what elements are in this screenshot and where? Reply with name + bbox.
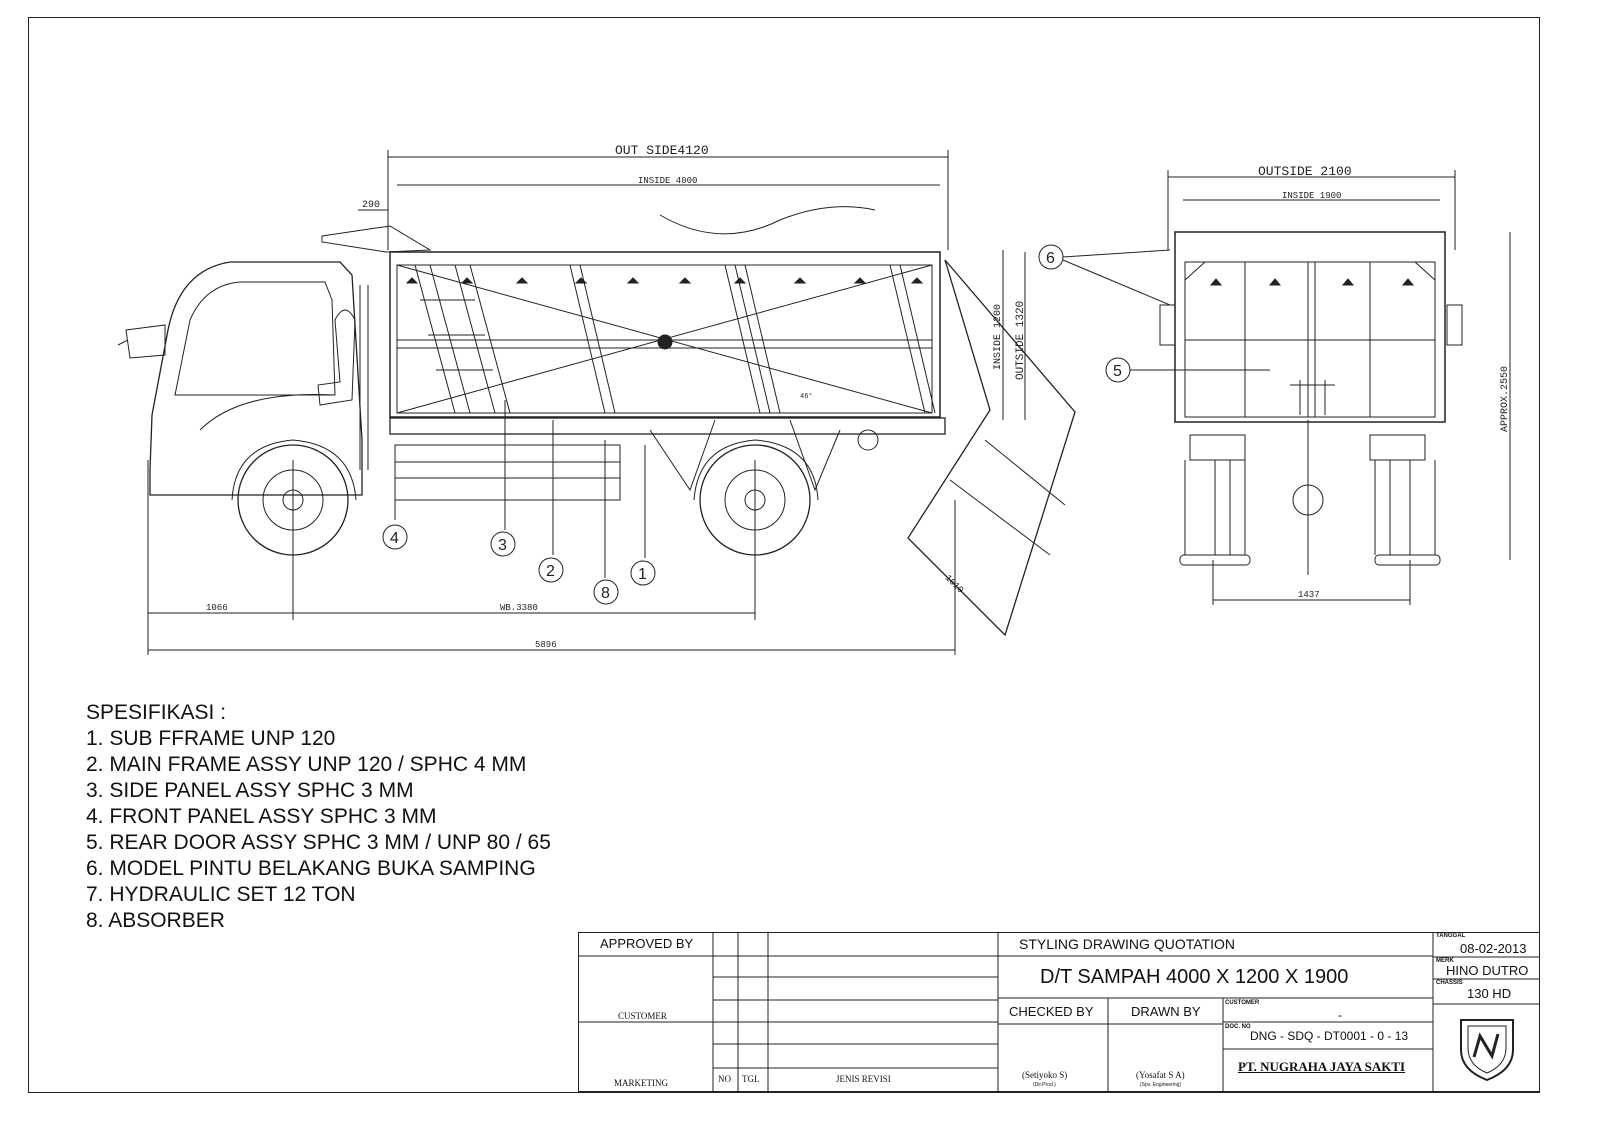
side-view: [117, 150, 1076, 655]
dump-body: [389, 251, 941, 418]
seat: [317, 309, 356, 406]
callout-8: 8: [601, 585, 610, 602]
title-block-grid: [578, 932, 1540, 1092]
spec-item: 7. HYDRAULIC SET 12 TON: [86, 883, 356, 906]
spec-item: 5. REAR DOOR ASSY SPHC 3 MM / UNP 80 / 6…: [86, 831, 551, 854]
open-rear-door: [907, 259, 1076, 637]
customer-sign-label: CUSTOMER: [618, 1011, 667, 1021]
doc-no-label: DOC. NO: [1225, 1024, 1251, 1030]
dim-5896: 5896: [535, 640, 557, 650]
cab-outline: [149, 261, 363, 496]
spec-item: 8. ABSORBER: [86, 909, 225, 932]
tanggal-value: 08-02-2013: [1460, 941, 1527, 956]
dim-outside-4120: OUT SIDE4120: [615, 143, 709, 158]
ladder: [414, 264, 511, 414]
chassis-label: CHASSIS: [1436, 980, 1463, 986]
rear-body: [1174, 231, 1446, 423]
callout-5: 5: [1113, 363, 1122, 380]
dim-290: 290: [362, 200, 380, 211]
checker-name: (Setiyoko S): [1022, 1070, 1068, 1080]
spec-item: 3. SIDE PANEL ASSY SPHC 3 MM: [86, 779, 414, 802]
doc-number: DNG - SDQ - DT0001 - 0 - 13: [1250, 1029, 1409, 1043]
marketing-label: MARKETING: [614, 1078, 668, 1088]
approved-by-label: APPROVED BY: [600, 936, 694, 951]
rear-view: [1062, 170, 1511, 605]
specification-list: SPESIFIKASI : 1. SUB FFRAME UNP 120 2. M…: [86, 700, 551, 934]
customer-field-label: CUSTOMER: [1225, 1000, 1260, 1006]
checked-by-label: CHECKED BY: [1009, 1004, 1094, 1019]
checker-role: (Dir.Prod.): [1033, 1082, 1056, 1088]
revision-date-header: TGL: [742, 1074, 760, 1084]
customer-value: -: [1338, 1008, 1342, 1022]
dim-outside-1320: OUTSIDE 1320: [1015, 301, 1027, 380]
dim-inside-1200: INSIDE 1200: [993, 304, 1004, 370]
drawing-title: D/T SAMPAH 4000 X 1200 X 1900: [1040, 966, 1349, 988]
dim-wb3380: WB.3380: [500, 603, 538, 613]
drawing-frame: [28, 17, 1540, 1093]
drawn-by-label: DRAWN BY: [1131, 1004, 1201, 1019]
chassis-value: 130 HD: [1467, 986, 1512, 1001]
merk-label: MERK: [1436, 958, 1454, 964]
spec-item: 1. SUB FFRAME UNP 120: [86, 727, 336, 750]
dim-1437: 1437: [1298, 590, 1320, 600]
merk-value: HINO DUTRO: [1446, 963, 1529, 978]
spec-heading: SPESIFIKASI :: [86, 701, 227, 724]
spec-item: 2. MAIN FRAME ASSY UNP 120 / SPHC 4 MM: [86, 753, 527, 776]
company-name: PT. NUGRAHA JAYA SAKTI: [1238, 1059, 1406, 1074]
callout-1: 1: [638, 566, 647, 583]
mirror: [117, 324, 166, 359]
styling-label: STYLING DRAWING QUOTATION: [1019, 936, 1235, 952]
callout-2: 2: [546, 563, 555, 580]
company-logo: [1460, 1019, 1514, 1082]
main-frame: [389, 417, 946, 435]
drawer-role: (Spv. Engineering): [1140, 1082, 1182, 1088]
cab-door-line: [199, 393, 336, 431]
dim-inside-1900: INSIDE 1900: [1282, 191, 1341, 201]
callout-3: 3: [498, 537, 507, 554]
callout-6: 6: [1046, 250, 1055, 267]
revision-no-header: NO: [718, 1074, 731, 1084]
callout-4: 4: [390, 530, 399, 547]
cab-protector: [321, 225, 432, 253]
dim-approx-2550: APPROX.2550: [1500, 366, 1511, 432]
cab-window: [174, 281, 336, 396]
revision-type-header: JENIS REVISI: [836, 1074, 891, 1084]
load-arrows: [405, 277, 924, 284]
dim-1066: 1066: [206, 603, 228, 613]
title-block: APPROVED BY CUSTOMER MARKETING NO TGL JE…: [578, 932, 1540, 1092]
dim-angle: 46°: [800, 392, 813, 401]
spec-item: 6. MODEL PINTU BELAKANG BUKA SAMPING: [86, 857, 536, 880]
drawer-name: (Yosafat S A): [1136, 1070, 1185, 1080]
tanggal-label: TANGGAL: [1436, 933, 1466, 939]
dim-inside-4000: INSIDE 4000: [638, 176, 697, 186]
spec-item: 4. FRONT PANEL ASSY SPHC 3 MM: [86, 805, 437, 828]
dim-outside-2100: OUTSIDE 2100: [1258, 164, 1352, 179]
callouts: 4 3 2 8 1 6 5: [382, 244, 1131, 605]
